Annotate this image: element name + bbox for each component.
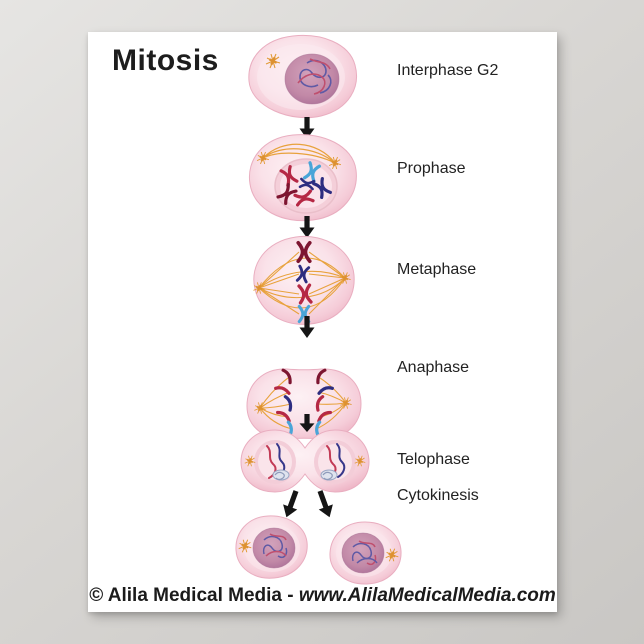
stage-label-anaphase: Anaphase: [397, 359, 470, 376]
footer-credit-line: © Alila Medical Media - www.AlilaMedical…: [88, 585, 557, 607]
stage-label-prophase: Prophase: [397, 160, 466, 177]
nuclear-envelope-fragments: [272, 469, 338, 481]
footer-website-text: www.AlilaMedicalMedia.com: [298, 585, 556, 606]
prophase-cell: [248, 134, 357, 222]
mitosis-poster: Mitosis: [88, 32, 557, 612]
daughter-cell-right: [329, 521, 402, 585]
metaphase-cell: [252, 235, 355, 325]
stage-label-interphase-g2: Interphase G2: [397, 62, 499, 79]
chromatin-threads: [297, 58, 332, 95]
nucleus: [341, 532, 385, 574]
chromatin-threads: [262, 533, 288, 559]
spindle-fibers: [262, 143, 336, 164]
cytokinesis-arrow-right: [312, 488, 337, 520]
telophase-cell: [240, 429, 370, 493]
stage-label-metaphase: Metaphase: [397, 261, 477, 278]
anaphase-cell: [246, 368, 362, 440]
stage-label-cytokinesis: Cytokinesis: [397, 487, 479, 504]
page-title: Mitosis: [112, 44, 219, 77]
footer-credit-text: © Alila Medical Media -: [89, 585, 299, 606]
daughter-cell-left: [235, 515, 308, 579]
cytokinesis-arrow-left: [279, 488, 304, 520]
stage-label-telophase: Telophase: [397, 451, 470, 468]
interphase-cell: [248, 34, 357, 119]
nucleus: [252, 527, 296, 569]
chromatin-threads: [351, 540, 378, 566]
mitosis-diagram: [235, 34, 402, 585]
